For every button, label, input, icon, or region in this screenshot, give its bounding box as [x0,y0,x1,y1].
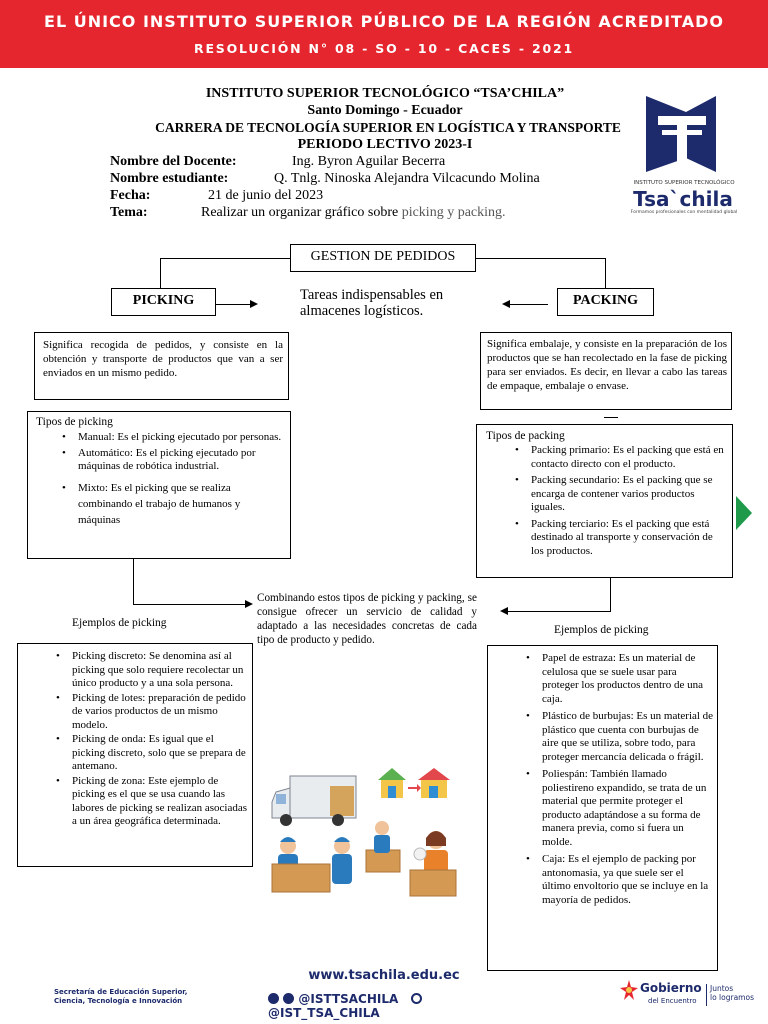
list-item: •Picking discreto: Se denomina así al pi… [56,650,244,689]
secretaria-block: Secretaría de Educación Superior, Cienci… [54,988,187,1006]
social-links: @ISTTSACHILA @IST_TSA_CHILA [268,992,518,1020]
gobierno-star-icon [620,980,638,1000]
workers-icon [271,821,457,897]
packing-types-label: Tipos de packing [486,430,565,442]
connector-line [508,611,611,612]
next-arrow-icon [736,496,752,530]
connector-line [133,604,245,605]
institute-location: Santo Domingo - Ecuador [307,103,463,118]
logo-caption: INSTITUTO SUPERIOR TECNOLÓGICO [633,180,735,186]
right-examples-box: •Papel de estraza: Es un material de cel… [487,645,718,971]
gobierno-tagline: Juntos lo logramos [710,984,754,1002]
root-box: GESTION DE PEDIDOS [290,244,476,272]
list-item: •Plástico de burbujas: Es un material de… [526,710,714,763]
packing-types-list: •Packing primario: Es el packing que est… [507,444,727,559]
picking-types-list: •Manual: Es el picking ejecutado por per… [54,431,284,529]
banner-resolution: RESOLUCIÓN N° 08 - SO - 10 - CACES - 202… [194,41,574,56]
combining-text: Combinando estos tipos de picking y pack… [257,592,477,646]
packing-types-box: Tipos de packing •Packing primario: Es e… [476,424,733,578]
topic-value: Realizar un organizar gráfico sobre pick… [201,205,506,220]
connector-line [476,258,606,259]
list-item: •Mixto: Es el picking que se realiza com… [62,481,241,526]
list-item: •Packing secundario: Es el packing que s… [515,474,713,513]
date-value: 21 de junio del 2023 [208,188,324,203]
list-item: •Manual: Es el picking ejecutado por per… [62,431,282,443]
arrow-right-icon [245,600,253,608]
arrow-left-icon [500,607,508,615]
connector-line [160,258,290,259]
instagram-icon[interactable] [283,993,295,1004]
divider [706,984,707,1006]
institute-name: INSTITUTO SUPERIOR TECNOLÓGICO “TSA’CHIL… [205,86,565,101]
list-item: •Automático: Es el picking ejecutado por… [62,446,256,473]
small-dash [604,417,618,418]
packing-definition-box: Significa embalaje, y consiste en la pre… [480,332,732,410]
arrow-right-icon [250,300,258,308]
left-examples-label: Ejemplos de picking [72,617,167,629]
logistics-illustration [271,768,457,897]
student-label: Nombre estudiante: [110,171,229,186]
period: PERIODO LECTIVO 2023-I [297,137,473,152]
list-item: •Picking de lotes: preparación de pedido… [56,691,246,731]
social-handle-a[interactable]: @ISTTSACHILA [298,992,399,1006]
gobierno-sub: del Encuentro [648,997,697,1005]
website[interactable]: www.tsachila.edu.ec [308,968,460,983]
right-examples-label: Ejemplos de picking [554,624,649,636]
list-item: •Packing primario: Es el packing que est… [515,444,724,470]
picking-types-box: Tipos de picking •Manual: Es el picking … [27,411,291,559]
career-name: CARRERA DE TECNOLOGÍA SUPERIOR EN LOGÍST… [155,120,621,135]
logo-tagline: Formamos profesionales con mentalidad gl… [630,210,738,215]
picking-definition-box: Significa recogida de pedidos, y consist… [34,332,289,400]
houses-icon [378,768,450,798]
connector-line [605,258,606,288]
cross-emblem-icon [646,96,716,172]
gobierno-logo: Gobierno del Encuentro Juntos lo logramo… [620,978,760,1012]
list-item: •Caja: Es el ejemplo de packing por anto… [526,853,709,906]
arrow-left-icon [502,300,510,308]
secretaria-line-2: Ciencia, Tecnología e Innovación [54,997,183,1005]
logo-brand: Tsa`chila [633,187,733,211]
banner-title: EL ÚNICO INSTITUTO SUPERIOR PÚBLICO DE L… [44,12,724,31]
packing-box: PACKING [557,288,654,316]
picking-box: PICKING [111,288,216,316]
student-value: Q. Tnlg. Ninoska Alejandra Vilcacundo Mo… [274,171,540,186]
list-item: •Picking de zona: Este ejemplo de pickin… [56,774,248,828]
list-item: •Picking de onda: Es igual que el pickin… [56,733,246,772]
packing-title: PACKING [572,293,639,308]
truck-icon [271,775,357,826]
facebook-icon[interactable] [268,993,279,1004]
secretaria-line-1: Secretaría de Educación Superior, [54,988,188,996]
teacher-value: Ing. Byron Aguilar Becerra [292,154,446,169]
topic-label: Tema: [110,205,148,220]
gobierno-main: Gobierno [640,981,702,995]
social-handle-b[interactable]: @IST_TSA_CHILA [268,1006,380,1020]
teacher-label: Nombre del Docente: [110,154,237,169]
left-examples-box: •Picking discreto: Se denomina así al pi… [17,643,253,867]
list-item: •Papel de estraza: Es un material de cel… [526,652,703,705]
left-examples-list: •Picking discreto: Se denomina así al pi… [48,650,248,830]
twitter-icon[interactable] [410,993,422,1004]
list-item: •Poliespán: También llamado poliestireno… [526,768,707,848]
arrow-left-line [510,304,548,305]
list-item: •Packing terciario: Es el packing que es… [515,517,713,557]
picking-types-label: Tipos de picking [36,416,113,428]
root-title: GESTION DE PEDIDOS [310,249,456,264]
connector-line [610,578,611,611]
packing-definition: Significa embalaje, y consiste en la pre… [487,338,727,392]
picking-definition: Significa recogida de pedidos, y consist… [43,339,283,379]
connector-line [160,258,161,288]
picking-title: PICKING [132,293,195,308]
connector-line [133,559,134,604]
tsachila-logo: INSTITUTO SUPERIOR TECNOLÓGICO Tsa`chila… [622,92,740,218]
date-label: Fecha: [110,188,151,203]
right-examples-list: •Papel de estraza: Es un material de cel… [518,652,714,908]
arrow-right-line [216,304,250,305]
center-text: Tareas indispensables en almacenes logís… [300,287,444,319]
top-banner: EL ÚNICO INSTITUTO SUPERIOR PÚBLICO DE L… [0,0,768,68]
